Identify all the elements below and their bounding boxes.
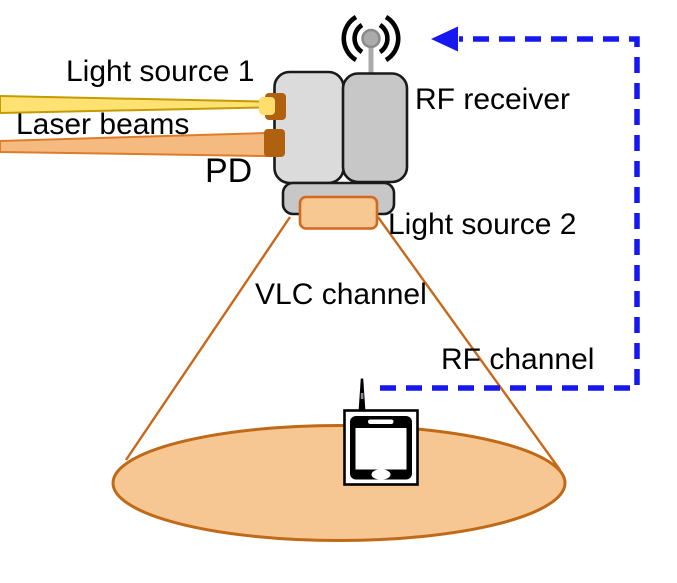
light-pool-ellipse (111, 424, 567, 542)
antenna-wave-right-inner (378, 23, 390, 54)
label-light-source-1: Light source 1 (66, 55, 255, 88)
vlc-cone-left-edge (125, 216, 291, 461)
rf-channel-arrowhead (431, 26, 458, 52)
photodetector-bottom (264, 129, 285, 157)
antenna-head (361, 28, 381, 49)
rf-channel-dashed-path (380, 36, 640, 391)
phone-home-button (371, 469, 391, 480)
label-rf-receiver: RF receiver (415, 83, 571, 116)
laser-spot (259, 97, 275, 115)
smartphone-icon (343, 378, 419, 486)
antenna-wave-left-inner (352, 23, 364, 54)
label-pd: PD (205, 152, 253, 190)
transceiver-right-module (341, 72, 409, 184)
phone-speaker (368, 419, 394, 424)
transceiver-unit (259, 70, 409, 230)
phone-antenna-band (360, 393, 364, 399)
vlc-cone-right-edge (377, 216, 561, 471)
antenna-wave-right-outer (384, 15, 401, 62)
transceiver-left-module (273, 70, 345, 185)
antenna-wave-left-outer (341, 15, 358, 62)
antenna-stem (368, 42, 374, 78)
rf-antenna-icon (341, 15, 401, 78)
light-source-2-led (298, 195, 379, 230)
label-vlc-channel: VLC channel (255, 278, 427, 311)
label-rf-channel: RF channel (441, 343, 595, 376)
label-laser-beams: Laser beams (16, 108, 190, 141)
phone-screen (355, 428, 407, 470)
label-light-source-2: Light source 2 (388, 208, 577, 241)
